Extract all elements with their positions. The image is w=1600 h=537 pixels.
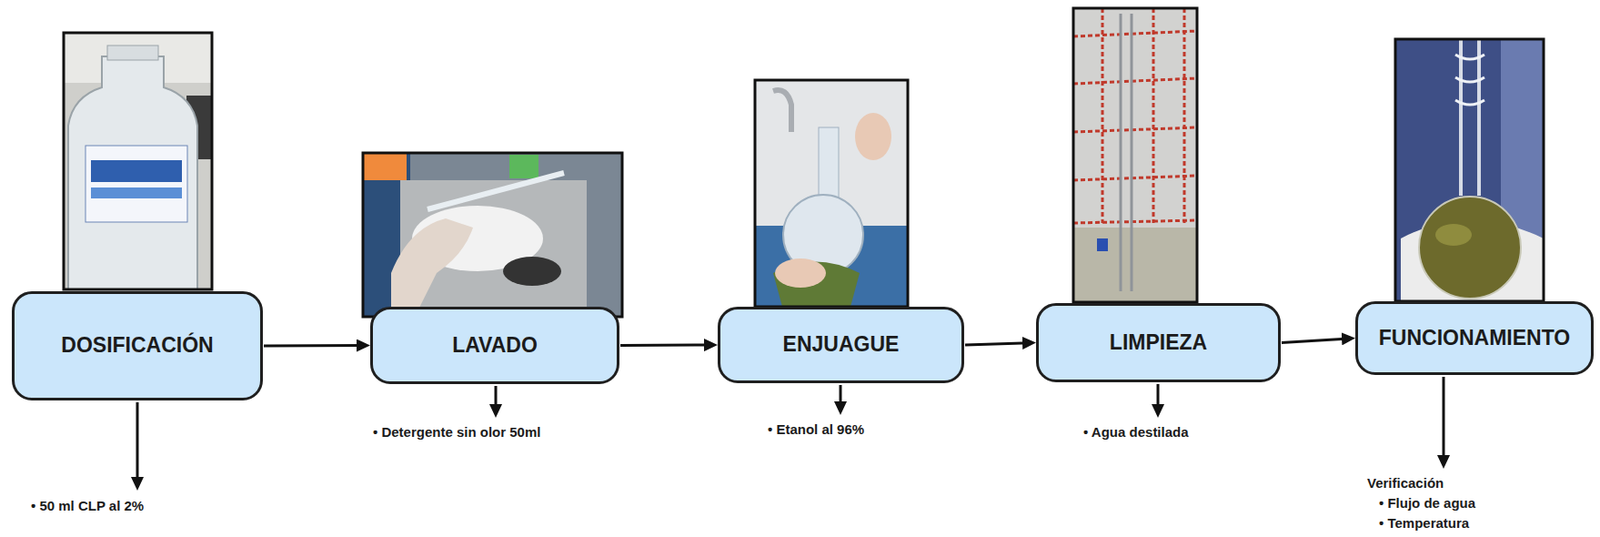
bullet-note: • Etanol al 96% [767,421,865,438]
grid-line [1073,220,1198,223]
hand [855,112,892,161]
bullet-note: Verificación [1367,474,1444,492]
glass-column [1119,13,1123,292]
dark-item [503,256,562,286]
photo-ground [1395,39,1544,302]
grid-line [1152,8,1156,223]
bottle-label [85,145,188,222]
flow-arrow [1281,338,1349,343]
column-photo [1073,8,1198,302]
flow-arrow [620,343,712,347]
coil [1455,54,1485,105]
clamp [1096,238,1108,252]
step-box: LAVADO [370,306,620,384]
grid-line [1073,127,1198,132]
photo-frame [1395,39,1544,302]
flask-neck [818,127,839,201]
gloved-hand [391,218,473,310]
grid-line [1073,175,1198,181]
leader-arrow [494,385,498,412]
orange-item [362,152,407,181]
grid-line [1183,8,1187,223]
flask [1418,196,1521,299]
bottle [68,56,198,290]
step-title: LIMPIEZA [1109,330,1208,356]
photo-ground [63,32,212,290]
step-box: ENJUAGUE [717,306,965,383]
leader-arrow [1157,383,1160,412]
step-title: ENJUAGUE [783,332,900,358]
label-band [90,187,182,199]
step-title: FUNCIONAMIENTO [1378,325,1570,352]
photo-ground [1073,8,1198,302]
leader-arrow [839,384,843,409]
grid-line [1073,30,1198,37]
glass-tube [427,172,564,210]
highlight [1435,223,1472,246]
step-title: LAVADO [452,332,538,359]
photo-frame [1073,8,1198,302]
hand [774,258,826,288]
photo-ground [362,152,623,317]
bottle-cap [107,45,159,61]
glass-column [1130,13,1134,292]
bullet-note: • Flujo de agua [1378,494,1476,512]
photo-frame [63,32,212,290]
washing-photo [362,152,623,317]
reflux-photo [1395,39,1544,302]
step-title: DOSIFICACIÓN [60,332,213,359]
bullet-note: • Temperatura [1378,514,1470,532]
label-band [90,160,182,182]
photo-ground [754,80,908,307]
flow-arrow [263,343,364,347]
photo-frame [754,80,908,307]
liquid [1073,227,1198,302]
rinsing-photo [754,80,908,307]
step-box: LIMPIEZA [1036,302,1281,383]
green-cap [509,154,539,179]
condenser [1477,39,1481,196]
photo-frame [362,152,623,317]
condenser [1459,39,1463,196]
grid-line [1073,78,1198,84]
leader-arrow [1442,376,1446,463]
bullet-note: • 50 ml CLP al 2% [30,497,144,514]
faucet [773,90,792,132]
bullet-note: • Agua destilada [1083,423,1189,441]
bullet-note: • Detergente sin olor 50ml [372,423,541,441]
red-grid [1073,8,1198,223]
step-box: DOSIFICACIÓN [11,291,263,401]
leader-arrow [136,402,140,484]
step-box: FUNCIONAMIENTO [1355,301,1594,375]
flow-arrow [965,342,1030,345]
grid-line [1101,8,1105,223]
bottle-photo [63,32,212,290]
